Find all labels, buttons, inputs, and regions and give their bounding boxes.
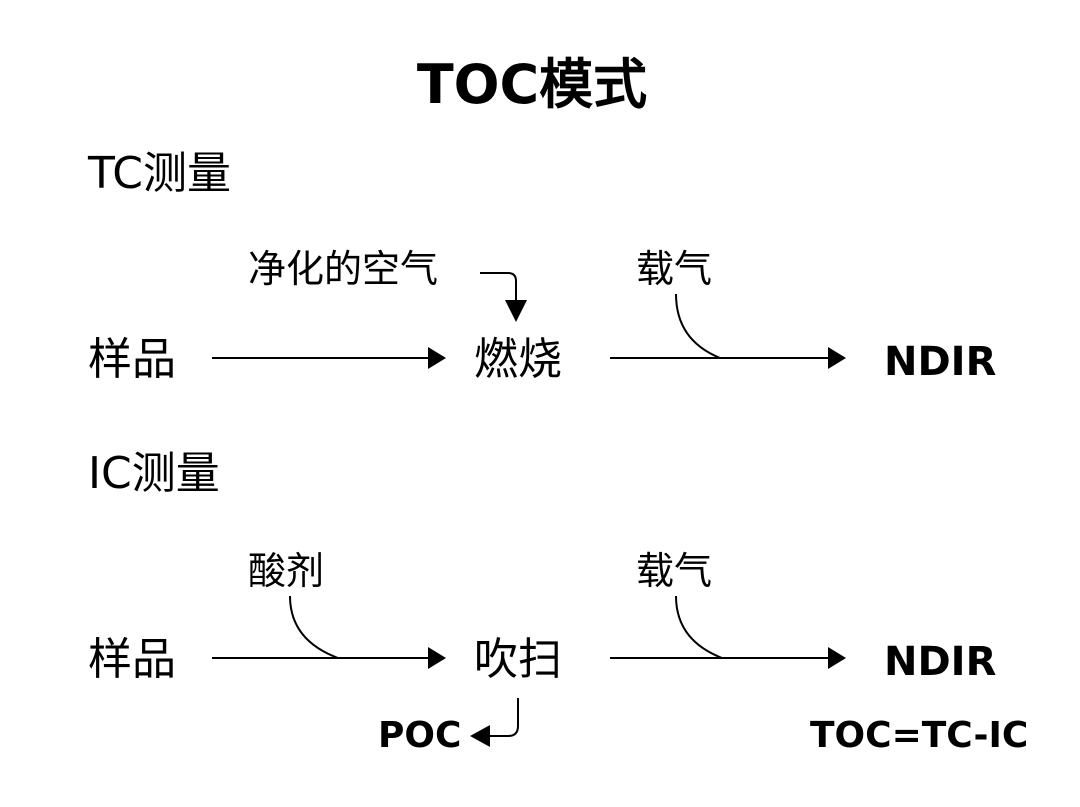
ic-purge-to-poc-arrowhead: [470, 725, 490, 747]
tc-carrier-gas-label: 载气: [636, 247, 713, 291]
toc-formula: TOC=TC-IC: [810, 715, 1029, 756]
ic-sample-node: 样品: [88, 634, 176, 685]
tc-ndir-node: NDIR: [884, 339, 997, 385]
ic-purge-to-ndir-arrowhead: [828, 647, 846, 669]
ic-section-heading: IC测量: [88, 448, 220, 499]
tc-combustion-node: 燃烧: [474, 334, 562, 385]
tc-purified-air-arrowhead: [505, 300, 527, 322]
tc-purified-air-arrow: [480, 272, 517, 300]
ic-sample-to-purge-arrowhead: [428, 647, 446, 669]
ic-ndir-node: NDIR: [884, 639, 997, 685]
tc-section-heading: TC测量: [88, 148, 232, 199]
tc-sample-node: 样品: [88, 334, 176, 385]
ic-purge-node: 吹扫: [474, 634, 562, 685]
ic-acid-arrow: [289, 595, 339, 659]
ic-poc-output: POC: [378, 715, 462, 756]
tc-sample-to-combustion-arrowhead: [428, 347, 446, 369]
tc-combustion-to-ndir-arrowhead: [828, 347, 846, 369]
ic-acid-label: 酸剂: [248, 549, 325, 593]
tc-purified-air-label: 净化的空气: [248, 247, 439, 291]
tc-carrier-gas-arrow: [675, 293, 721, 359]
ic-purge-to-poc-arrow: [488, 698, 519, 737]
page-title: TOC模式: [416, 53, 648, 116]
ic-carrier-gas-arrow: [675, 595, 723, 659]
ic-carrier-gas-label: 载气: [636, 549, 713, 593]
